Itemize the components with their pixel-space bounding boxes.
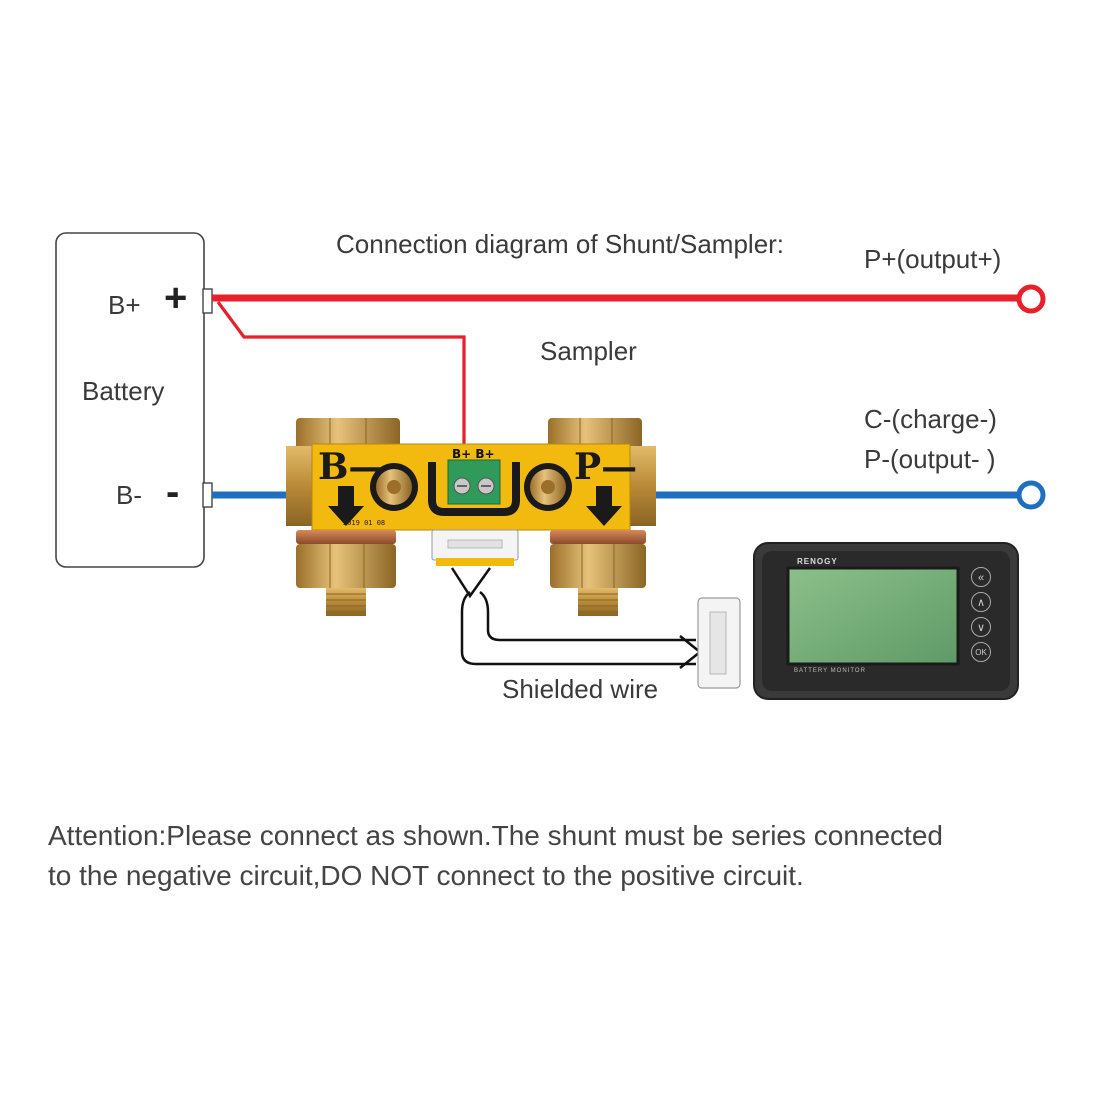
up-button[interactable]: ∧: [971, 592, 991, 612]
bottom-nut-right: [550, 544, 646, 588]
monitor-brand: RENOGY: [797, 557, 838, 566]
shielded-wire-label: Shielded wire: [502, 674, 659, 704]
bottom-nut-left: [296, 544, 396, 588]
diagram-title: Connection diagram of Shunt/Sampler:: [336, 229, 785, 259]
battery-box: [55, 232, 205, 568]
negative-output-ring: [1016, 480, 1046, 510]
battery-positive-terminal: [202, 288, 213, 314]
attention-line-2: to the negative circuit,DO NOT connect t…: [48, 860, 804, 891]
positive-output-label: P+(output+): [864, 244, 1002, 274]
attention-line-1: Attention:Please connect as shown.The sh…: [48, 820, 943, 851]
battery-positive-label: B+: [108, 290, 141, 320]
monitor-label: BATTERY MONITOR: [794, 668, 866, 674]
positive-output-ring: [1016, 284, 1046, 314]
shunt-b-terminal-label: B—: [318, 446, 385, 488]
sampler-wire: [216, 301, 466, 450]
attention-note: Attention:Please connect as shown.The sh…: [48, 816, 943, 896]
sampler-label: Sampler: [540, 336, 637, 366]
shunt-sampler: [286, 418, 656, 616]
back-button[interactable]: «: [971, 567, 991, 587]
shielded-wire-outer: [460, 591, 696, 666]
arrow-down-icon: [586, 486, 622, 526]
minus-sign: -: [166, 470, 180, 514]
battery-label: Battery: [82, 376, 165, 406]
down-button[interactable]: ∨: [971, 617, 991, 637]
battery-negative-label: B-: [116, 480, 142, 510]
stud-left: [326, 588, 366, 616]
output-negative-label: P-(output- ): [864, 444, 996, 474]
wire-split: [450, 567, 492, 599]
shunt-bb-label: B+ B+: [452, 447, 495, 461]
shielded-wire-inner: [479, 591, 696, 642]
shunt-p-terminal-label: P—: [574, 446, 638, 488]
plus-sign: +: [164, 276, 188, 320]
arrow-down-icon: [328, 486, 364, 526]
shunt-date: 2019 01 08: [343, 519, 386, 527]
stud-right: [578, 588, 618, 616]
washer-right: [550, 530, 646, 544]
washer-left: [296, 530, 396, 544]
charge-negative-label: C-(charge-): [864, 404, 997, 434]
ok-button[interactable]: OK: [971, 642, 991, 662]
battery-monitor: [753, 542, 1019, 700]
monitor-screen: [786, 566, 960, 666]
battery-negative-terminal: [202, 482, 213, 508]
shunt-bracket: [428, 462, 520, 516]
